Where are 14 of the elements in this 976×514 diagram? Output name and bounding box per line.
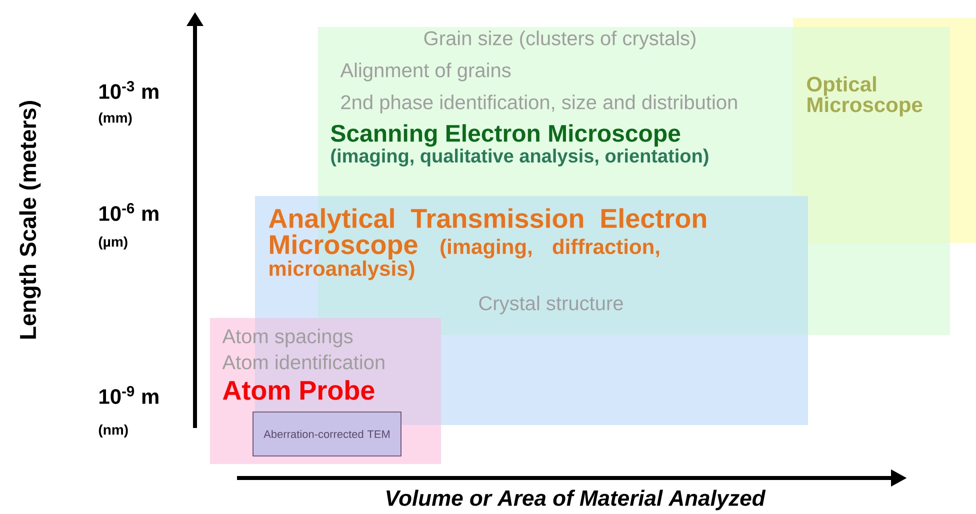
background-note: Crystal structure xyxy=(479,296,623,314)
tick-label: 10$^{-3}$ m xyxy=(100,81,158,99)
instrument-box: Aberration-corrected TEM xyxy=(252,412,402,456)
tick-label: 10$^{-6}$ m xyxy=(100,203,158,221)
microscope-region: Optical Microscope xyxy=(793,18,976,243)
tick-label: (µm) xyxy=(98,236,128,250)
background-note: Grain size (clusters of crystals) xyxy=(424,30,696,50)
background-note: Alignment of grains xyxy=(340,62,511,82)
tick-label: (nm) xyxy=(98,424,128,438)
tick-label: 10$^{-9}$ m xyxy=(100,386,158,404)
tick-label: (mm) xyxy=(98,112,132,126)
axis-title: Length Scale (meters) xyxy=(19,101,41,339)
axis-title: Volume or Area of Material Analyzed xyxy=(386,490,766,510)
background-note: 2nd phase identification, size and distribution xyxy=(341,94,737,114)
